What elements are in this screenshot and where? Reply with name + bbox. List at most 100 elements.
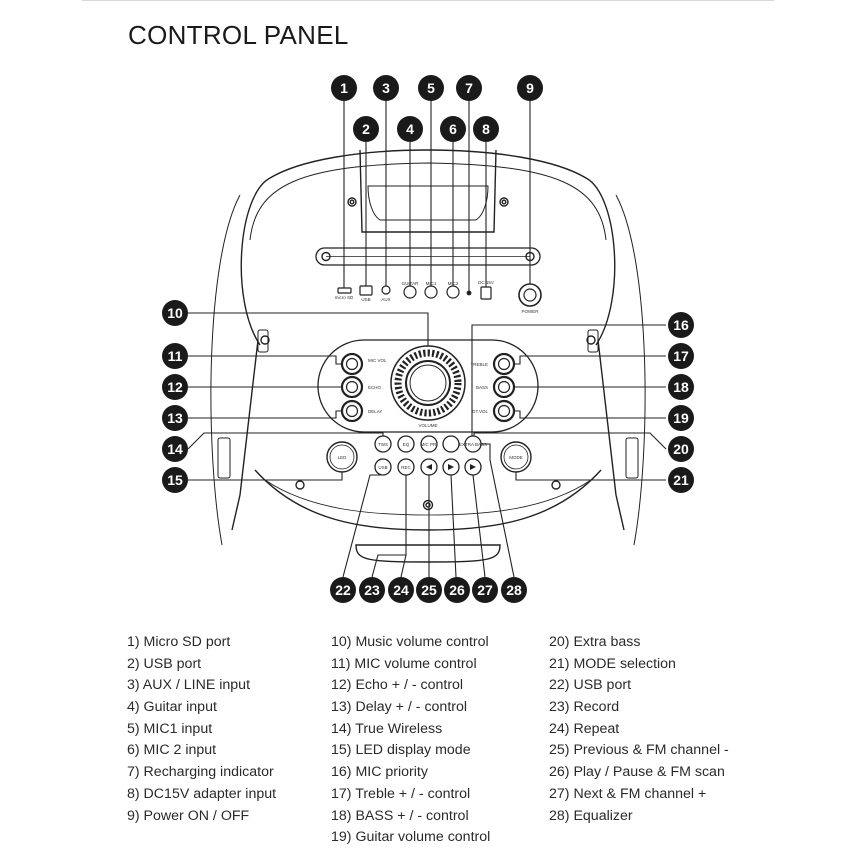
legend-item: 28) Equalizer [549,807,633,824]
callout-number-25: 25 [421,582,437,598]
callout-number-2: 2 [362,121,370,137]
leader-lines [187,99,667,578]
callout-badge-11 [162,343,188,369]
callout-number-12: 12 [167,379,183,395]
callout-badge-27 [472,577,498,603]
callout-number-27: 27 [477,582,493,598]
callout-number-26: 26 [449,582,465,598]
callout-number-17: 17 [673,348,689,364]
legend-item: 16) MIC priority [331,764,428,781]
legend-item: 7) Recharging indicator [127,764,274,781]
callout-badge-8 [473,116,499,142]
mic2-port [446,285,460,299]
callout-badge-3 [373,75,399,101]
prev-icon [426,464,432,470]
callout-badge-16 [668,312,694,338]
callout-number-11: 11 [168,348,183,364]
speaker-left-side [231,339,259,531]
label-delay: DELAY [368,409,382,414]
label-power: POWER [521,309,539,314]
callout-badge-19 [668,405,694,431]
legend-item: 2) USB port [127,655,202,672]
mic-pri-button [420,435,438,453]
play-icon [448,464,454,470]
callout-badge-20 [668,436,694,462]
callout-badge-22 [330,577,356,603]
callout-badge-14 [162,436,188,462]
callout-badge-28 [501,577,527,603]
label-treble: TREBLE [470,362,488,367]
callout-badge-6 [440,116,466,142]
handle-bottom [355,544,501,563]
callout-badge-13 [162,405,188,431]
callout-badge-21 [668,467,694,493]
callout-number-16: 16 [673,317,689,333]
usb-port [359,285,373,296]
legend-item: 25) Previous & FM channel - [549,742,729,759]
callout-badge-10 [162,300,188,326]
callout-badge-4 [397,116,423,142]
label-usb-btn: USB [378,465,387,470]
legend-item: 22) USB port [549,677,632,694]
legend-item: 24) Repeat [549,720,620,737]
legend-item: 15) LED display mode [331,742,471,759]
callout-number-19: 19 [673,410,689,426]
label-mode: MODE [509,455,523,460]
callout-badge-12 [162,374,188,400]
speaker-bottom-curve [254,469,602,531]
callout-badge-15 [162,467,188,493]
label-volume: VOLUME [418,423,437,428]
legend-column-2: 10) Music volume control 11) MIC volume … [331,632,490,849]
speaker-bottom-curve-2 [264,479,592,516]
callout-number-24: 24 [393,582,409,598]
callout-number-21: 21 [673,472,689,488]
handle-top [359,149,497,233]
callout-number-4: 4 [406,121,414,137]
legend-item: 27) Next & FM channel + [549,785,707,802]
callout-badge-2 [353,116,379,142]
callout-number-18: 18 [673,379,689,395]
label-bass: BASS [476,385,488,390]
callout-number-10: 10 [167,305,183,321]
callout-badge-23 [359,577,385,603]
legend-column-1: 1) Micro SD port 2) USB port 3) AUX / LI… [127,632,276,827]
callout-number-13: 13 [167,410,183,426]
legend-item: 10) Music volume control [331,634,489,650]
legend-item: 3) AUX / LINE input [127,677,251,694]
legend-item: 20) Extra bass [549,634,641,650]
legend-item: 6) MIC 2 input [127,742,217,759]
legend-item: 4) Guitar input [127,699,217,716]
volume-knob [390,345,466,421]
label-eq: EQ [403,442,410,447]
callout-number-9: 9 [526,80,534,96]
handle-top-inner [367,185,489,221]
legend-item: 11) MIC volume control [331,655,477,672]
callout-badge-1 [331,75,357,101]
label-microsd: micro SD [335,295,354,300]
legend-column-3: 20) Extra bass 21) MODE selection 22) US… [549,632,729,827]
legend-item: 9) Power ON / OFF [127,807,250,824]
outer-right [615,194,646,546]
page-title: CONTROL PANEL [128,20,349,50]
callout-badge-5 [418,75,444,101]
label-echo: ECHO [368,385,382,390]
next-icon [470,464,476,470]
legend-item: 19) Guitar volume control [331,829,491,846]
aux-port [381,285,391,295]
legend-item: 12) Echo + / - control [331,677,464,694]
callout-badge-17 [668,343,694,369]
callout-number-28: 28 [506,582,522,598]
label-usb: USB [361,297,370,302]
label-extra-bass: EXTRA BASS [459,442,487,447]
callout-number-3: 3 [382,80,390,96]
speaker-right-side [597,339,625,531]
label-mic-pri: MIC PRI [420,442,437,447]
label-aux: AUX [381,297,390,302]
callout-number-6: 6 [449,121,457,137]
top-divider [82,0,774,1]
callout-number-15: 15 [167,472,183,488]
callout-number-1: 1 [340,80,348,96]
callout-badge-26 [444,577,470,603]
